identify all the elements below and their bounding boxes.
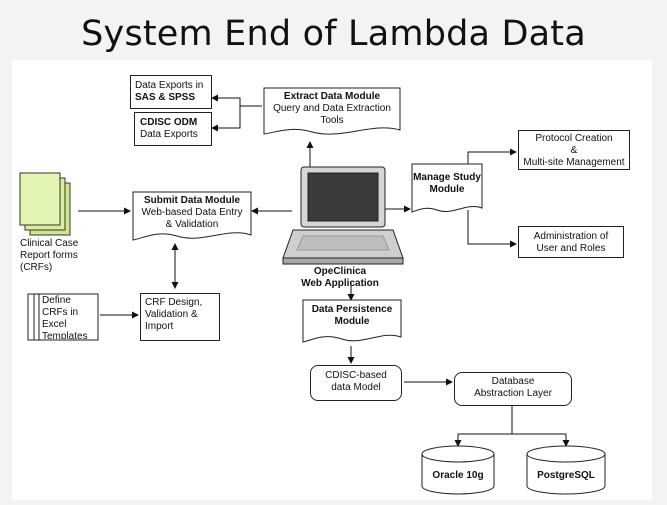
manage-study-line1: Manage Study: [413, 172, 481, 183]
admin-users-line2: User and Roles: [536, 243, 606, 254]
crf-design-line3: Import: [145, 321, 174, 332]
crf-documents-icon: [19, 172, 71, 236]
db-abstraction-line1: Database: [491, 376, 535, 387]
define-crfs-line1: Define: [42, 295, 71, 306]
arrow-manage-to-admin: [467, 210, 517, 248]
crf-design-line1: CRF Design,: [145, 297, 203, 308]
protocol-creation-line1: Protocol Creation: [535, 133, 613, 144]
manage-study-box: Manage Study Module: [412, 172, 482, 196]
extract-module-shape: [263, 87, 401, 135]
define-crfs-box: Define CRFs in Excel Templates: [42, 295, 98, 339]
oracle-label: Oracle 10g: [432, 470, 484, 481]
extract-module-line1: Query and Data Extraction: [273, 103, 391, 114]
cdisc-model-line2: data Model: [331, 382, 381, 393]
data-exports-sas-line2: SAS & SPSS: [135, 92, 196, 103]
crf-design-box: CRF Design, Validation & Import: [140, 293, 220, 341]
db-abstraction-line2: Abstraction Layer: [474, 388, 552, 399]
persistence-shape: [302, 299, 402, 343]
extract-module-title: Extract Data Module: [283, 91, 381, 102]
submit-module-box: Submit Data Module Web-based Data Entry …: [133, 195, 251, 231]
laptop-icon: [282, 166, 404, 265]
define-crfs-line2: CRFs in: [42, 307, 79, 318]
arrow-extract-to-sas: [211, 94, 262, 107]
define-crfs-line4: Templates: [42, 331, 88, 339]
crfs-label: Clinical Case Report forms (CRFs): [20, 238, 110, 274]
submit-module-title: Submit Data Module: [143, 195, 241, 206]
cdisc-model-line1: CDISC-based: [325, 370, 387, 381]
cdisc-odm-line2: Data Exports: [140, 129, 198, 140]
postgres-label: PostgreSQL: [537, 470, 595, 481]
admin-users-line1: Administration of: [533, 231, 609, 242]
cdisc-model-box: CDISC-based data Model: [310, 365, 402, 401]
data-exports-sas-line1: Data Exports in: [135, 80, 204, 91]
submit-module-shape: [132, 191, 252, 241]
submit-module-line1: Web-based Data Entry: [141, 207, 243, 218]
crfs-line2: Report forms: [20, 250, 78, 261]
architecture-diagram: Data Exports in SAS & SPSS CDISC ODM Dat…: [12, 60, 652, 500]
crf-design-line2: Validation &: [145, 309, 198, 320]
arrow-db-to-databases: [458, 405, 566, 435]
define-crfs-line3: Excel: [42, 319, 67, 330]
slide-title: System End of Lambda Data: [81, 14, 586, 54]
data-exports-sas-box: Data Exports in SAS & SPSS: [130, 75, 212, 109]
postgres-cylinder-icon: [526, 445, 606, 495]
openclinica-line2: Web Application: [301, 278, 379, 289]
manage-study-line2: Module: [429, 184, 465, 195]
oracle-cylinder-icon: [421, 445, 495, 495]
crfs-line3: (CRFs): [20, 262, 53, 273]
openclinica-label: OpeClinica Web Application: [282, 266, 398, 290]
protocol-creation-line3: Multi-site Management: [523, 157, 625, 168]
submit-module-line2: & Validation: [165, 219, 219, 230]
protocol-creation-box: Protocol Creation & Multi-site Managemen…: [518, 130, 630, 170]
extract-module-line2: Tools: [320, 115, 344, 126]
define-crfs-shape: [27, 293, 99, 341]
diagram-connectors: [19, 87, 606, 495]
openclinica-line1: OpeClinica: [313, 266, 367, 277]
protocol-creation-line2: &: [570, 145, 578, 156]
data-persistence-line1: Data Persistence: [311, 304, 393, 315]
cdisc-odm-line1: CDISC ODM: [140, 117, 198, 128]
admin-users-box: Administration of User and Roles: [518, 226, 624, 258]
manage-study-shape: [411, 163, 483, 213]
arrow-extract-to-odm: [211, 106, 241, 132]
data-persistence-box: Data Persistence Module: [303, 304, 401, 328]
cdisc-odm-box: CDISC ODM Data Exports: [134, 112, 212, 146]
db-abstraction-box: Database Abstraction Layer: [454, 372, 572, 406]
data-persistence-line2: Module: [334, 316, 370, 327]
extract-module-box: Extract Data Module Query and Data Extra…: [264, 91, 400, 127]
crfs-line1: Clinical Case: [20, 238, 79, 249]
